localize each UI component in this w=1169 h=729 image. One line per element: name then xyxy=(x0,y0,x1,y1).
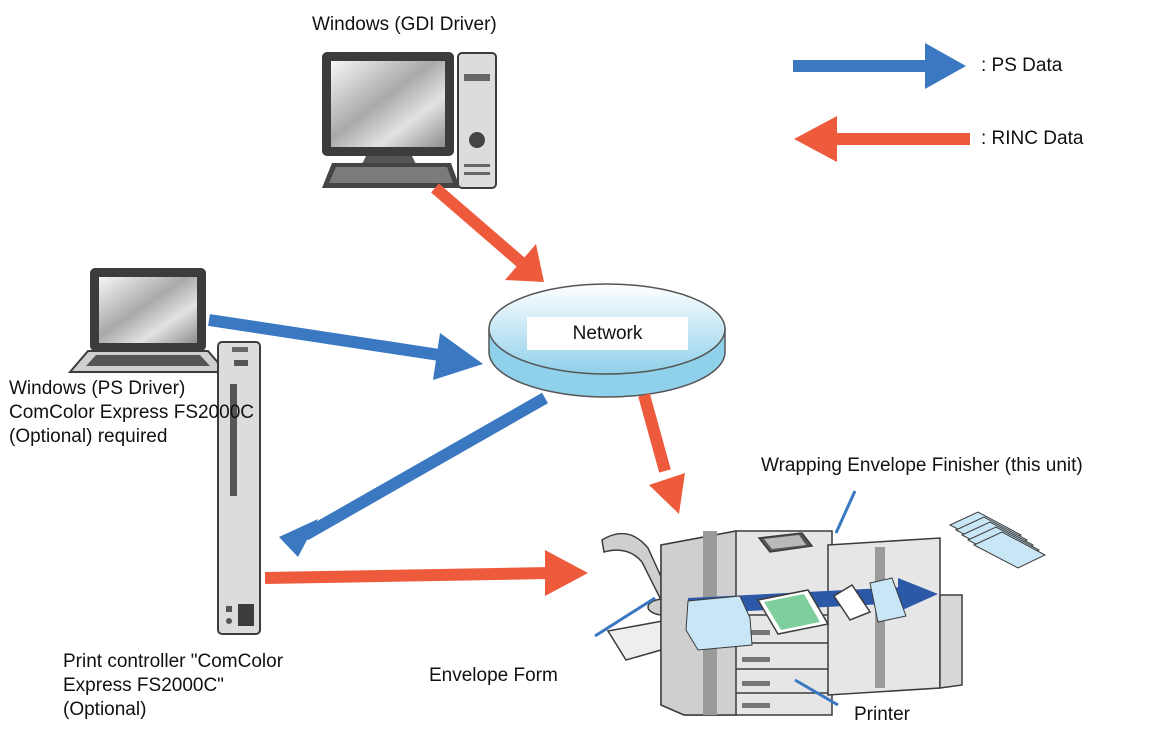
arrow-gdi-to-network xyxy=(431,183,544,282)
arrow-network-to-printer xyxy=(638,393,685,514)
windows-gdi-label: Windows (GDI Driver) xyxy=(312,14,497,35)
finisher-label: Wrapping Envelope Finisher (this unit) xyxy=(761,455,1083,476)
printer-label: Printer xyxy=(854,704,910,725)
envelope-form-leader-line xyxy=(594,596,656,638)
envelope-flow-icon xyxy=(685,577,938,651)
windows-ps-label-line: ComColor Express FS2000C xyxy=(9,402,254,423)
legend-rinc-label: : RINC Data xyxy=(981,128,1084,149)
legend-rinc-arrow xyxy=(794,116,970,162)
arrow-network-to-controller xyxy=(279,392,548,557)
desktop-computer-icon xyxy=(322,52,497,189)
windows-ps-label: Windows (PS Driver) ComColor Express FS2… xyxy=(9,377,254,449)
windows-ps-label-line: (Optional) required xyxy=(9,426,168,447)
print-controller-label-line: (Optional) xyxy=(63,699,147,720)
printer-leader-line xyxy=(794,678,839,707)
laptop-icon xyxy=(67,268,229,373)
arrow-controller-to-printer xyxy=(264,550,588,596)
legend-ps-arrow xyxy=(793,43,966,89)
print-controller-label: Print controller "ComColor Express FS200… xyxy=(63,650,283,722)
windows-ps-label-line: Windows (PS Driver) xyxy=(9,378,186,399)
legend-ps-label: : PS Data xyxy=(981,55,1063,76)
print-controller-tower-icon xyxy=(217,341,261,635)
finisher-leader-line xyxy=(834,490,857,534)
envelope-form-label: Envelope Form xyxy=(429,665,558,686)
print-controller-label-line: Print controller "ComColor xyxy=(63,651,284,672)
network-label: Network xyxy=(527,317,688,350)
print-controller-label-line: Express FS2000C" xyxy=(63,675,224,696)
arrow-laptop-to-network xyxy=(208,314,483,380)
